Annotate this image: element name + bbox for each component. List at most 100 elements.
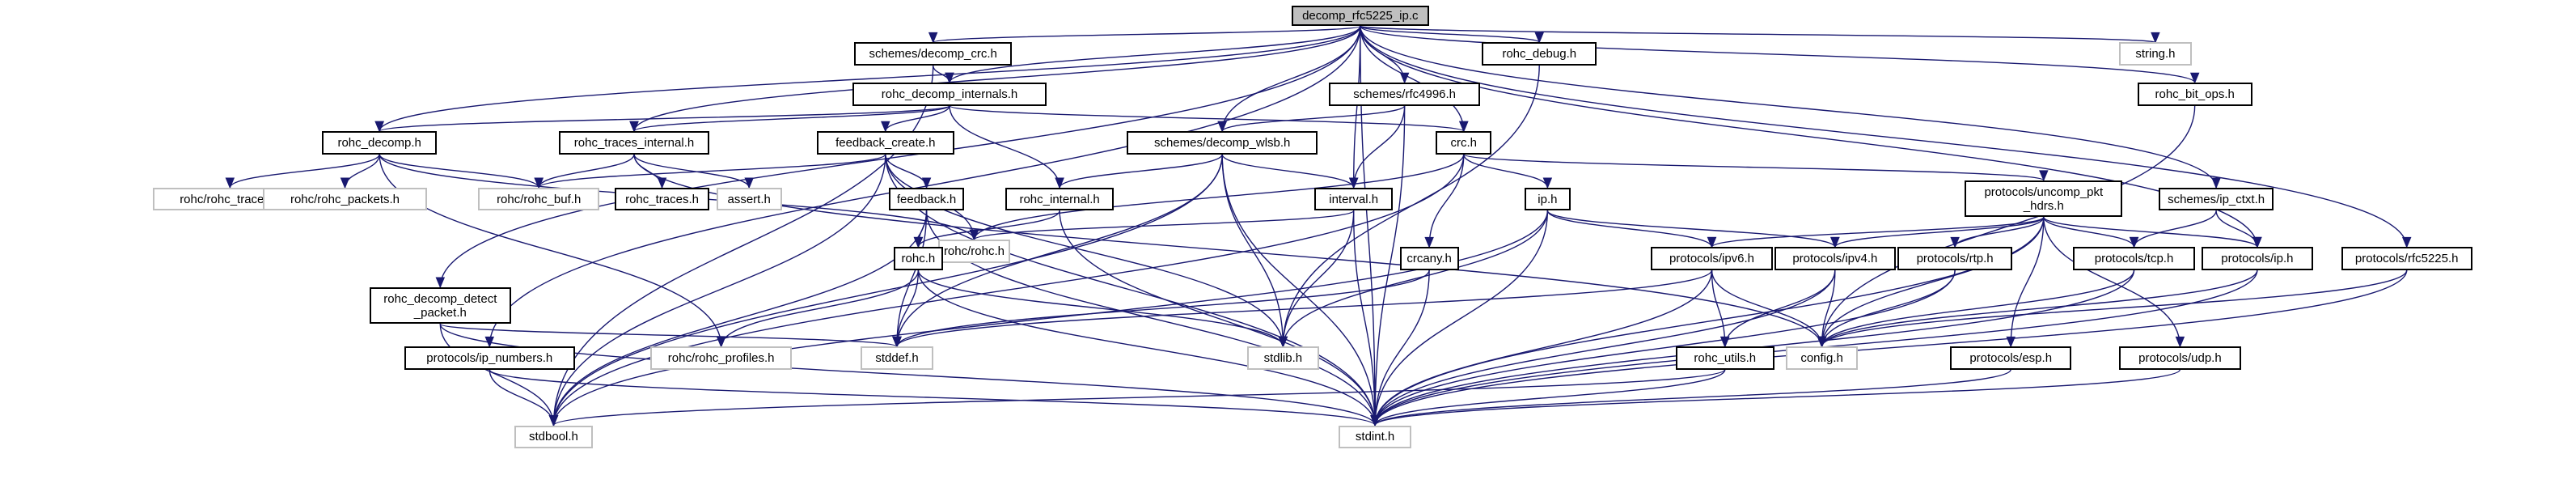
node-label: rohc_traces_internal.h: [573, 135, 695, 150]
node-label: stdbool.h: [529, 430, 578, 444]
graph-node-rfc4996[interactable]: schemes/rfc4996.h: [1329, 83, 1481, 106]
arrowhead-icon: [2189, 72, 2200, 84]
edge-uncomp_pkt_hdrs-to-tcp: [2043, 216, 2135, 248]
arrowhead-icon: [1950, 236, 1960, 248]
graph-node-proto-ip[interactable]: protocols/ip.h: [2201, 247, 2313, 270]
node-label: protocols/ip_numbers.h: [426, 351, 553, 366]
edge-crcany-to-stdint: [1374, 269, 1430, 426]
graph-node-crc[interactable]: crc.h: [1436, 131, 1492, 155]
edge-detect_packet-to-stdint: [439, 324, 1376, 426]
graph-node-bit-ops[interactable]: rohc_bit_ops.h: [2137, 83, 2252, 106]
graph-node-ip-ctxt[interactable]: schemes/ip_ctxt.h: [2159, 188, 2274, 211]
graph-node-udp[interactable]: protocols/udp.h: [2119, 346, 2241, 370]
node-label: protocols/ipv4.h: [1792, 252, 1878, 266]
edge-root-to-decomp_internals: [949, 25, 1361, 83]
graph-node-rohc-decomp[interactable]: rohc_decomp.h: [322, 131, 438, 155]
edge-uncomp_pkt_hdrs-to-config: [1821, 217, 2045, 347]
graph-node-string: string.h: [2119, 42, 2192, 66]
graph-node-rohc-utils[interactable]: rohc_utils.h: [1675, 346, 1774, 370]
graph-node-rfc5225[interactable]: protocols/rfc5225.h: [2341, 247, 2472, 270]
edge-ip-to-stdint: [1374, 210, 1549, 426]
edge-rohc_h-to-stdint: [917, 269, 1376, 426]
edge-uncomp_pkt_hdrs-to-ipv4: [1834, 216, 2045, 248]
graph-node-stdint: stdint.h: [1339, 425, 1411, 448]
arrowhead-icon: [945, 72, 954, 84]
arrowhead-icon: [1459, 121, 1469, 133]
node-label: feedback.h: [896, 192, 957, 206]
graph-node-ip-numbers[interactable]: protocols/ip_numbers.h: [404, 346, 575, 370]
node-label: schemes/decomp_crc.h: [869, 47, 997, 62]
graph-node-uncomp-pkt-hdrs[interactable]: protocols/uncomp_pkt _hdrs.h: [1965, 180, 2123, 218]
edge-ip-to-stdbool: [552, 210, 1549, 426]
arrowhead-icon: [1278, 336, 1288, 348]
edge-ip_numbers-to-stdint: [489, 369, 1376, 426]
arrowhead-icon: [2006, 336, 2016, 348]
edge-decomp_internals-to-rohc_decomp: [379, 104, 950, 132]
edge-decomp_internals-to-crc: [949, 104, 1465, 132]
node-label: rohc_decomp_internals.h: [881, 87, 1018, 101]
graph-node-feedback[interactable]: feedback.h: [888, 188, 965, 211]
graph-node-ipv6[interactable]: protocols/ipv6.h: [1651, 247, 1773, 270]
graph-node-rtp[interactable]: protocols/rtp.h: [1897, 247, 2013, 270]
node-label: rohc_debug.h: [1502, 47, 1577, 62]
edge-rohc_utils-to-stdbool: [552, 369, 1726, 426]
graph-node-rohc-packets: rohc/rohc_packets.h: [263, 188, 427, 211]
edge-decomp_internals-to-traces_internal: [633, 104, 950, 132]
graph-node-decomp-wlsb[interactable]: schemes/decomp_wlsb.h: [1127, 131, 1318, 155]
graph-node-rohc-debug[interactable]: rohc_debug.h: [1482, 42, 1597, 66]
graph-node-decomp-internals[interactable]: rohc_decomp_internals.h: [852, 83, 1047, 106]
graph-node-esp[interactable]: protocols/esp.h: [1950, 346, 2072, 370]
edge-decomp_wlsb-to-stdbool: [552, 154, 1223, 426]
edge-detect_packet-to-stdbool: [439, 324, 555, 426]
arrowhead-icon: [374, 121, 384, 133]
node-label: feedback_create.h: [835, 135, 936, 150]
arrowhead-icon: [629, 121, 639, 133]
arrowhead-icon: [2175, 336, 2185, 348]
graph-node-ip[interactable]: ip.h: [1525, 188, 1571, 211]
edge-feedback_create-to-stdbool: [552, 154, 886, 426]
graph-node-decomp-crc[interactable]: schemes/decomp_crc.h: [854, 42, 1013, 66]
graph-node-feedback-create[interactable]: feedback_create.h: [816, 131, 955, 155]
node-label: protocols/ipv6.h: [1669, 252, 1755, 266]
graph-node-rohc-traces[interactable]: rohc_traces.h: [614, 188, 710, 211]
graph-node-stdlib: stdlib.h: [1246, 346, 1319, 370]
arrowhead-icon: [881, 121, 890, 133]
edge-uncomp_pkt_hdrs-to-esp: [2010, 217, 2045, 347]
arrowhead-icon: [1707, 236, 1717, 248]
node-label: protocols/udp.h: [2138, 351, 2222, 366]
edge-ip-to-stdlib: [1282, 210, 1549, 347]
edge-decomp_internals-to-rohc_internal: [949, 105, 1060, 189]
edge-crc-to-rohc_rohc: [973, 154, 1465, 240]
edge-proto_ip-to-config: [1821, 269, 2258, 347]
graph-node-tcp[interactable]: protocols/tcp.h: [2073, 247, 2195, 270]
node-label: protocols/esp.h: [1969, 351, 2053, 366]
edge-root-to-string: [1360, 25, 2156, 44]
graph-node-ipv4[interactable]: protocols/ipv4.h: [1774, 247, 1896, 270]
arrowhead-icon: [1055, 177, 1064, 189]
edge-root-to-rohc_debug: [1360, 25, 1540, 44]
edge-root-to-rohc_decomp: [379, 26, 1361, 132]
arrowhead-icon: [435, 277, 446, 289]
edge-detect_packet-to-stddef: [439, 323, 898, 348]
graph-node-rohc-internal[interactable]: rohc_internal.h: [1005, 188, 1115, 211]
graph-node-rohc-h[interactable]: rohc.h: [894, 247, 943, 270]
graph-node-crcany[interactable]: crcany.h: [1399, 247, 1459, 270]
graph-node-interval[interactable]: interval.h: [1314, 188, 1394, 211]
node-label: schemes/rfc4996.h: [1353, 87, 1457, 101]
node-label: stdlib.h: [1263, 351, 1303, 366]
edge-crc-to-stdbool: [552, 154, 1465, 426]
arrowhead-icon: [2211, 177, 2221, 189]
node-label: protocols/uncomp_pkt _hdrs.h: [1984, 185, 2104, 213]
edge-rohc_h-to-rohc_profiles: [720, 269, 920, 347]
edge-root-to-crc: [1360, 26, 1465, 132]
graph-node-stddef: stddef.h: [861, 346, 933, 370]
graph-node-root[interactable]: decomp_rfc5225_ip.c: [1291, 5, 1430, 27]
arrowhead-icon: [1817, 336, 1827, 348]
edge-traces_internal-to-assert: [633, 154, 750, 189]
node-label: interval.h: [1329, 192, 1379, 206]
graph-node-traces-internal[interactable]: rohc_traces_internal.h: [558, 131, 710, 155]
graph-node-detect-packet[interactable]: rohc_decomp_detect _packet.h: [370, 286, 511, 325]
edge-ipv6-to-rohc_utils: [1711, 269, 1726, 347]
